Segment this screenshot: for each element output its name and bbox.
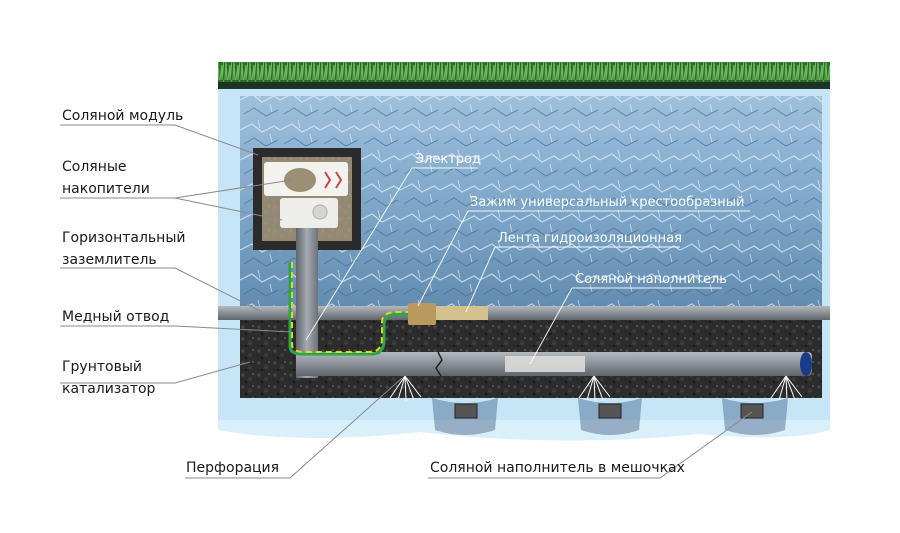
salt-filler-section — [505, 356, 585, 372]
universal-clamp — [408, 303, 436, 325]
leader-salt-storage-2 — [60, 197, 283, 221]
leader-filler-bags — [428, 411, 753, 479]
label-filler-bags: Соляной наполнитель в мешочках — [430, 460, 685, 476]
label-salt-storage-1: Соляные — [62, 159, 127, 175]
salt-bag-window — [284, 168, 316, 192]
horizontal-conductor — [218, 306, 830, 320]
label-horizontal-2: заземлитель — [62, 252, 157, 268]
water-edge — [218, 420, 830, 441]
label-catalyst-2: катализатор — [62, 381, 156, 397]
topsoil-layer — [218, 82, 830, 89]
perforation-sprays — [389, 375, 803, 402]
leader-perforation — [185, 377, 403, 479]
leader-clamp — [417, 210, 750, 307]
label-clamp: Зажим универсальный крестообразный — [470, 195, 744, 210]
leader-horizontal — [60, 267, 263, 313]
grass-layer — [218, 62, 830, 84]
copper-wire-green — [288, 262, 420, 356]
label-perforation: Перфорация — [186, 460, 279, 476]
salt-bag-cap — [312, 204, 328, 220]
leader-filler — [529, 287, 722, 365]
leader-tape — [465, 246, 680, 313]
leader-catalyst — [60, 361, 251, 384]
label-salt-module: Соляной модуль — [62, 108, 183, 124]
pipe-end-cap — [800, 352, 812, 376]
label-copper: Медный отвод — [62, 309, 169, 325]
waterproof-tape — [436, 306, 488, 320]
label-tape: Лента гидроизоляционная — [498, 231, 682, 246]
salt-filler-bags — [432, 398, 788, 435]
label-catalyst-1: Грунтовый — [62, 359, 142, 375]
label-horizontal-1: Горизонтальный — [62, 230, 186, 246]
leader-salt-module — [60, 124, 259, 156]
electrode-riser — [296, 228, 318, 378]
leader-copper — [60, 325, 293, 333]
pipe-joint — [435, 351, 443, 377]
label-electrode: Электрод — [415, 152, 481, 167]
label-filler: Соляной наполнитель — [575, 272, 727, 287]
leader-electrode — [305, 167, 478, 341]
salt-bag-lower — [280, 198, 338, 228]
label-salt-storage-2: накопители — [62, 181, 150, 197]
copper-wire-yellow — [291, 262, 420, 353]
salt-bag-arrows — [324, 171, 343, 189]
